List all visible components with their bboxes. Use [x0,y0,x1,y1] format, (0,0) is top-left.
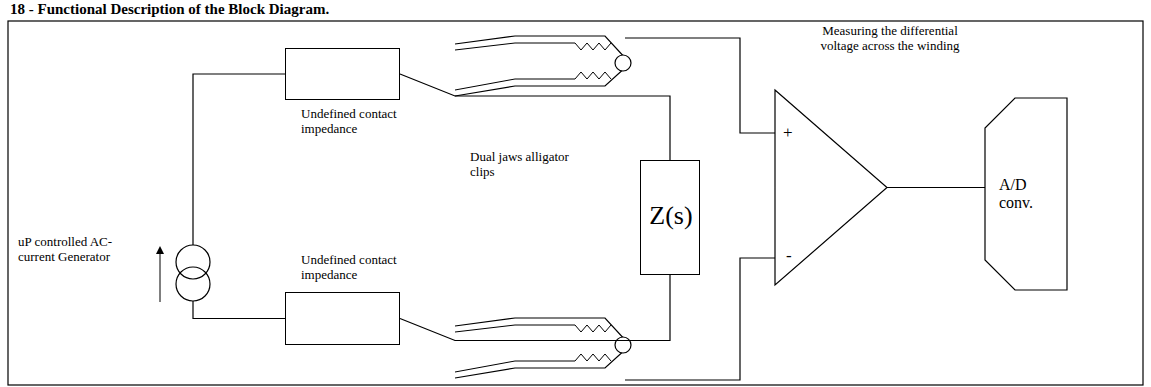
wire [193,74,285,245]
impedance-box: Z(s) [640,160,700,275]
clip-label: Dual jaws alligator clips [470,150,580,180]
block-text: Z(s) [641,201,701,231]
input-sign: + [783,123,803,143]
block-label: Undefined contact impedance [301,107,426,137]
converter-outline [985,98,1067,290]
alligator-clip [455,36,631,96]
block-label: Undefined contact impedance [301,253,426,283]
wire [193,301,285,319]
block-label: uP controlled AC-current Generator [18,235,118,265]
block-text: A/D conv. [999,176,1051,213]
wire [400,74,670,160]
current-generator: uP controlled AC-current Generator [176,243,210,303]
alligator-clip [455,318,631,378]
measurement-note: Measuring the differential voltage acros… [820,24,960,54]
amp-outline [775,90,887,285]
frame-border [8,21,1143,385]
generator-coil [176,267,210,301]
amplifier-triangle [775,90,887,285]
adc-outline [985,98,1067,290]
wire [400,275,670,341]
ad-converter: A/D conv. [985,98,1067,290]
generator-coil [176,245,210,279]
input-sign: - [786,246,806,266]
sense-wire [625,258,775,380]
impedance-box: Undefined contact impedance [285,292,400,345]
page-title: 18 - Functional Description of the Block… [10,1,329,18]
current-direction-arrow [160,250,161,302]
differential-amplifier: +- [775,90,887,285]
impedance-box: Undefined contact impedance [285,48,400,100]
wire [887,187,985,188]
sense-wire [625,38,775,133]
generator-outline [176,243,210,303]
